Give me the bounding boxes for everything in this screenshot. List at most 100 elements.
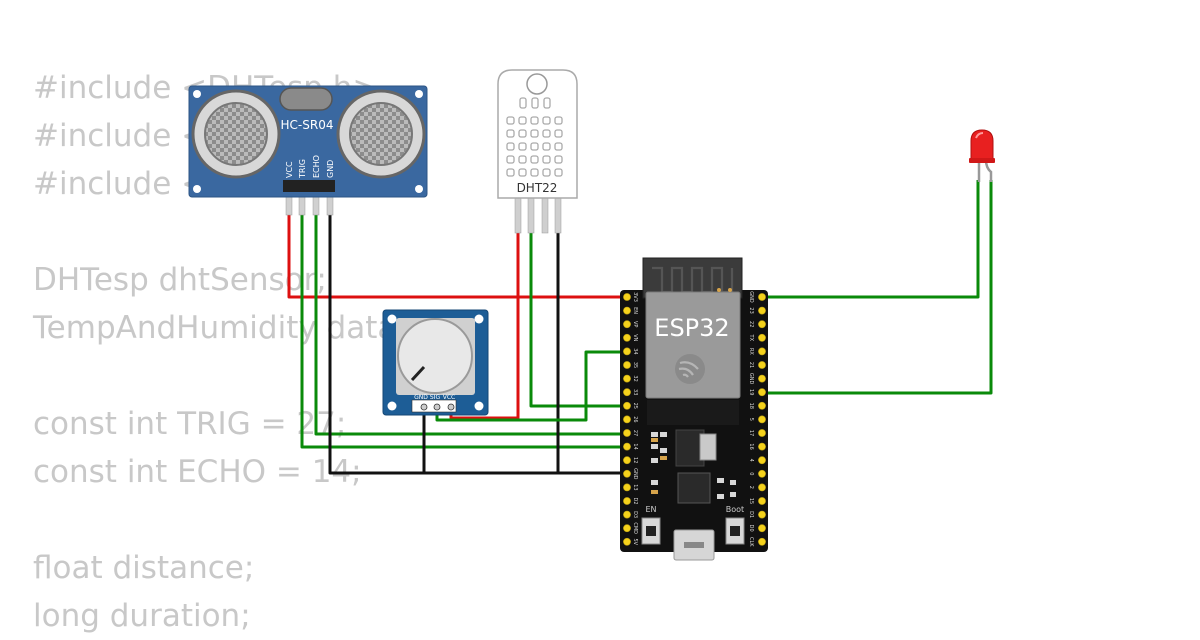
dht22-sensor[interactable]: DHT22	[497, 69, 578, 234]
dht22-grille	[506, 97, 563, 177]
esp32-left-pin[interactable]	[623, 415, 631, 424]
red-led[interactable]	[969, 129, 995, 182]
hc-sr04-pin-labels: VCC TRIG ECHO GND	[285, 155, 335, 179]
esp32-right-pin-label: 4	[748, 459, 754, 462]
esp32-right-pin-label: RX	[748, 348, 754, 355]
esp32-right-pin[interactable]	[758, 333, 766, 342]
esp32-right-pin[interactable]	[758, 347, 766, 356]
hc-sr04-label: HC-SR04	[281, 118, 334, 132]
esp32-en-button[interactable]	[641, 517, 661, 545]
esp32-right-pin[interactable]	[758, 388, 766, 397]
esp32-left-pin[interactable]	[623, 429, 631, 437]
esp32-right-pin-label: CLK	[748, 537, 754, 547]
esp32-left-pin[interactable]	[623, 388, 631, 397]
esp32-right-pin-label: 15	[748, 498, 754, 504]
esp32-right-pin[interactable]	[758, 415, 766, 424]
esp32-left-pin[interactable]	[623, 510, 631, 519]
hc-sr04-sensor[interactable]: HC-SR04 VCC TRIG ECHO GND	[188, 85, 428, 216]
esp32-left-pin[interactable]	[623, 374, 631, 383]
espressif-logo-icon	[675, 354, 705, 384]
esp32-right-pin-label: 21	[748, 362, 754, 368]
esp32-left-pin-header: 3V3ENVPVN343532332526271412GND13D2D3CMD5…	[623, 292, 638, 546]
led-leg-anode	[984, 159, 993, 182]
wire-hcsr04-vcc[interactable]	[287, 197, 627, 299]
esp32-right-pin[interactable]	[758, 524, 766, 533]
esp32-right-pin[interactable]	[758, 469, 766, 478]
esp32-shield	[645, 291, 741, 399]
esp32-left-pin-label: D2	[632, 497, 638, 504]
esp32-left-pin[interactable]	[623, 483, 631, 492]
wire-hcsr04-echo[interactable]	[314, 197, 627, 436]
wire-hcsr04-trig[interactable]	[300, 197, 627, 449]
code-line: TempAndHumidity data;	[33, 310, 407, 346]
esp32-right-pin-label: 18	[748, 403, 754, 409]
potentiometer[interactable]: GND SIG VCC	[382, 309, 489, 416]
dht22-label: DHT22	[517, 181, 558, 195]
esp32-left-pin[interactable]	[623, 401, 631, 410]
esp32-left-pin[interactable]	[623, 361, 631, 369]
esp32-left-pin[interactable]	[623, 497, 631, 505]
code-line: const int ECHO = 14;	[33, 454, 362, 490]
wire-led-cathode[interactable]	[762, 180, 980, 299]
esp32-right-pin[interactable]	[758, 483, 766, 492]
esp32-left-pin[interactable]	[623, 469, 631, 478]
esp32-right-pin[interactable]	[758, 537, 766, 546]
esp32-left-pin-label: CMD	[632, 522, 638, 534]
potentiometer-pin-labels: GND SIG VCC	[414, 394, 455, 401]
hc-sr04-crystal	[279, 87, 333, 111]
esp32-right-pin[interactable]	[758, 401, 766, 410]
esp32-right-pin-label: D0	[748, 525, 754, 532]
hc-sr04-transducer-left	[191, 89, 281, 179]
esp32-left-pin[interactable]	[623, 524, 631, 533]
code-editor-background: #include <DHTesp.h>#include <#include <D…	[33, 64, 407, 640]
esp32-right-pin[interactable]	[758, 442, 766, 451]
wire-led-anode[interactable]	[762, 180, 993, 395]
esp32-left-pin[interactable]	[623, 347, 631, 356]
potentiometer-knob[interactable]	[397, 318, 473, 394]
esp32-right-pin[interactable]	[758, 306, 766, 315]
esp32-left-pin[interactable]	[623, 456, 631, 465]
esp32-left-pin[interactable]	[623, 306, 631, 315]
esp32-left-pin[interactable]	[623, 537, 631, 546]
esp32-right-pin[interactable]	[758, 510, 766, 519]
wire-pot-sig[interactable]	[435, 350, 627, 422]
esp32-board[interactable]: ESP32 EN Boot	[620, 257, 768, 561]
esp32-right-pin-label: 22	[748, 321, 754, 327]
esp32-right-pin[interactable]	[758, 456, 766, 465]
esp32-right-pin[interactable]	[758, 293, 766, 301]
esp32-left-pin-label: EN	[632, 307, 638, 314]
wires	[287, 180, 993, 475]
dht22-pins	[514, 196, 562, 234]
esp32-right-pin-label: 17	[748, 430, 754, 436]
esp32-left-pin-label: 32	[632, 375, 638, 381]
esp32-left-pin[interactable]	[623, 320, 631, 329]
esp32-right-pin[interactable]	[758, 374, 766, 383]
esp32-right-pin[interactable]	[758, 361, 766, 369]
code-line: DHTesp dhtSensor;	[33, 262, 327, 298]
hc-sr04-pin-gnd: GND	[326, 160, 335, 178]
pot-pin-vcc: VCC	[443, 394, 455, 401]
esp32-right-pin[interactable]	[758, 429, 766, 437]
esp32-boot-button[interactable]	[725, 517, 745, 545]
esp32-left-pin[interactable]	[623, 442, 631, 451]
esp32-right-pin[interactable]	[758, 320, 766, 329]
esp32-left-pin-label: 25	[632, 403, 638, 409]
esp32-right-pin-label: TX	[748, 334, 754, 342]
esp32-left-pin-label: 12	[632, 457, 638, 463]
esp32-right-pin-label: 0	[748, 472, 754, 475]
code-line: const int TRIG = 27;	[33, 406, 347, 442]
esp32-left-pin-label: 5V	[632, 538, 638, 545]
esp32-left-pin-label: 33	[632, 389, 638, 395]
wire-dht-data[interactable]	[529, 228, 627, 408]
pot-pin-sig: SIG	[430, 394, 441, 401]
esp32-left-pin[interactable]	[623, 333, 631, 342]
esp32-boot-label: Boot	[726, 505, 744, 514]
wire-hcsr04-gnd[interactable]	[328, 197, 627, 475]
esp32-right-pin[interactable]	[758, 497, 766, 505]
hc-sr04-pin-vcc: VCC	[285, 161, 294, 178]
esp32-usb-chip	[677, 472, 711, 504]
esp32-left-pin[interactable]	[623, 293, 631, 301]
esp32-right-pin-label: 2	[748, 486, 754, 489]
esp32-en-label: EN	[645, 505, 656, 514]
